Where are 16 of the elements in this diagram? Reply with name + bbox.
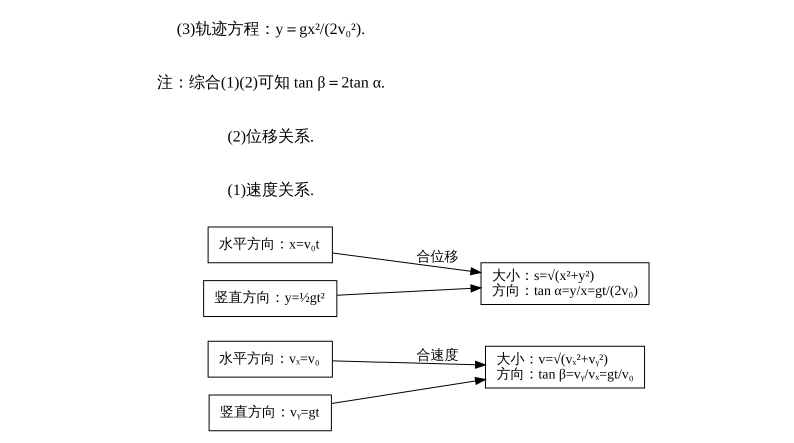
arrow [332,360,486,369]
label: (3)轨迹方程：y＝gx²/(2v₀²). [176,20,365,38]
arrow [330,376,486,404]
node-box: 大小：v=√(vₓ²+vᵧ²) 方向：tan β=vᵧ/vₓ=gt/v₀ [484,346,645,389]
arrow [336,284,482,296]
node-box: 水平方向：vₓ=v₀ [207,340,332,378]
label: (1)速度关系. [227,182,314,199]
arrow [332,252,482,276]
edge-label: 合位移 [416,250,458,265]
node-box: 大小：s=√(x²+y²) 方向：tan α=y/x=gt/(2v₀) [480,262,650,306]
node-box: 竖直方向：vᵧ=gt [208,394,332,432]
node-box: 竖直方向：y=½gt² [202,280,337,317]
edge-label: 合速度 [416,348,458,364]
node-box: 水平方向：x=v₀t [207,226,332,264]
label: 注：综合(1)(2)可知 tan β＝2tan α. [156,74,385,92]
label: (2)位移关系. [227,128,314,146]
